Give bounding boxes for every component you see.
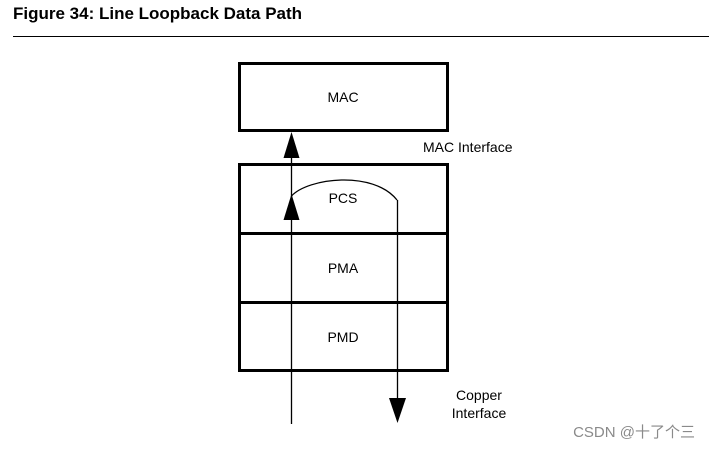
- pcs-label: PCS: [329, 190, 358, 206]
- copper-arrowhead: [389, 398, 406, 423]
- copper-interface-label-line2: Interface: [452, 405, 507, 421]
- loopback-arc: [291, 179, 398, 201]
- pcs-arrowhead: [283, 194, 300, 220]
- pmd-label: PMD: [327, 329, 358, 345]
- mac-interface-label: MAC Interface: [423, 139, 513, 155]
- phy-stack: [238, 163, 449, 372]
- mac-arrowhead: [283, 132, 300, 158]
- figure-title: Figure 34: Line Loopback Data Path: [13, 4, 303, 23]
- mac-label: MAC: [327, 89, 358, 105]
- pma-label: PMA: [328, 260, 359, 276]
- title-divider: [13, 36, 709, 37]
- copper-interface-label-line1: Copper: [456, 387, 502, 403]
- mac-block: [238, 62, 449, 132]
- csdn-watermark: CSDN @十了个三: [573, 424, 695, 441]
